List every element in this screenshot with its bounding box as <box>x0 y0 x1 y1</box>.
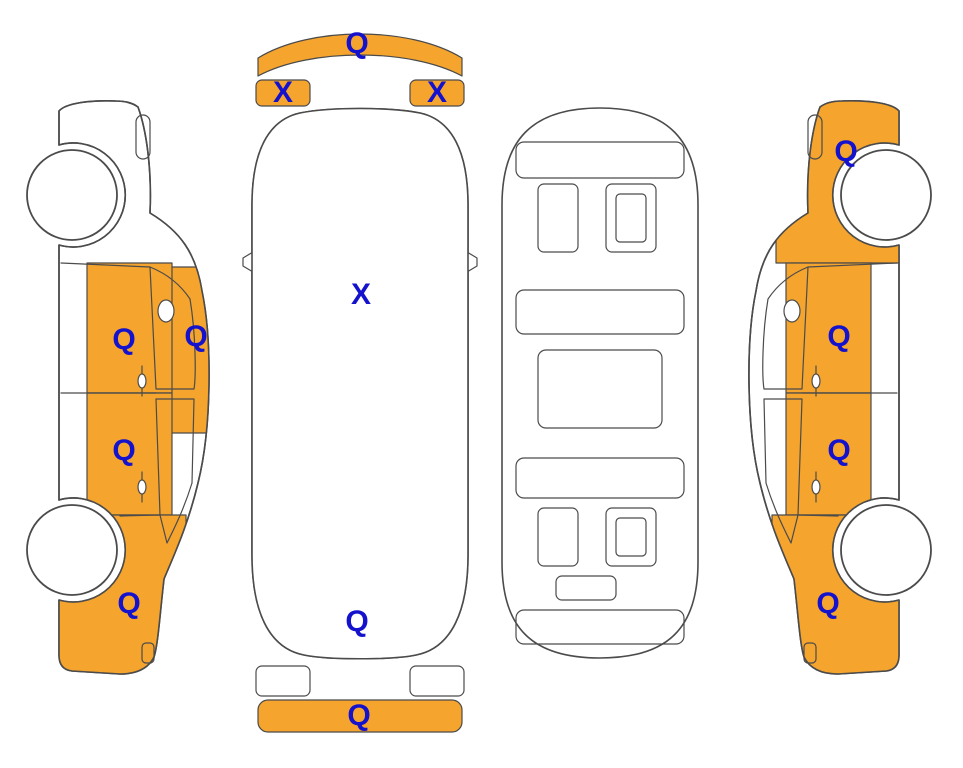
underbody-view <box>501 107 699 659</box>
underbody-component <box>615 517 647 557</box>
zone-front-right-light[interactable] <box>409 79 465 107</box>
damage-marker-top-rear-bumper[interactable]: Q <box>347 699 371 732</box>
left-side-view <box>26 100 210 675</box>
damage-marker-right-front-fender[interactable]: Q <box>834 135 858 168</box>
rear-right-light <box>409 665 465 697</box>
underbody-component <box>515 609 685 645</box>
top-view <box>242 33 478 733</box>
underbody-component <box>537 183 579 253</box>
underbody-component <box>537 349 663 429</box>
damage-marker-windshield[interactable]: X <box>350 278 372 311</box>
damage-marker-front-left-light[interactable]: X <box>272 76 294 109</box>
damage-marker-left-rear-quarter[interactable]: Q <box>117 587 141 620</box>
damage-marker-left-rear-door[interactable]: Q <box>112 434 136 467</box>
damage-marker-top-rear-panel[interactable]: Q <box>345 605 369 638</box>
damage-marker-front-right-light[interactable]: X <box>426 76 448 109</box>
underbody-component <box>615 193 647 243</box>
underbody-outline <box>501 107 699 659</box>
damage-marker-left-front-window[interactable]: Q <box>184 320 208 353</box>
damage-marker-right-front-door[interactable]: Q <box>827 320 851 353</box>
damage-marker-right-rear-quarter[interactable]: Q <box>816 587 840 620</box>
underbody-component <box>515 289 685 335</box>
underbody-component <box>515 457 685 499</box>
zone-top-rear-bumper[interactable] <box>257 699 463 733</box>
underbody-component <box>605 507 657 567</box>
underbody-component <box>605 183 657 253</box>
damage-marker-left-front-door[interactable]: Q <box>112 323 136 356</box>
damage-marker-top-front-bumper[interactable]: Q <box>345 27 369 60</box>
zone-top-front-bumper[interactable] <box>257 33 463 77</box>
underbody-component <box>537 507 579 567</box>
underbody-component <box>555 575 617 601</box>
damage-marker-right-rear-door[interactable]: Q <box>827 434 851 467</box>
rear-left-light <box>255 665 311 697</box>
underbody-component <box>515 141 685 179</box>
zone-front-left-light[interactable] <box>255 79 311 107</box>
